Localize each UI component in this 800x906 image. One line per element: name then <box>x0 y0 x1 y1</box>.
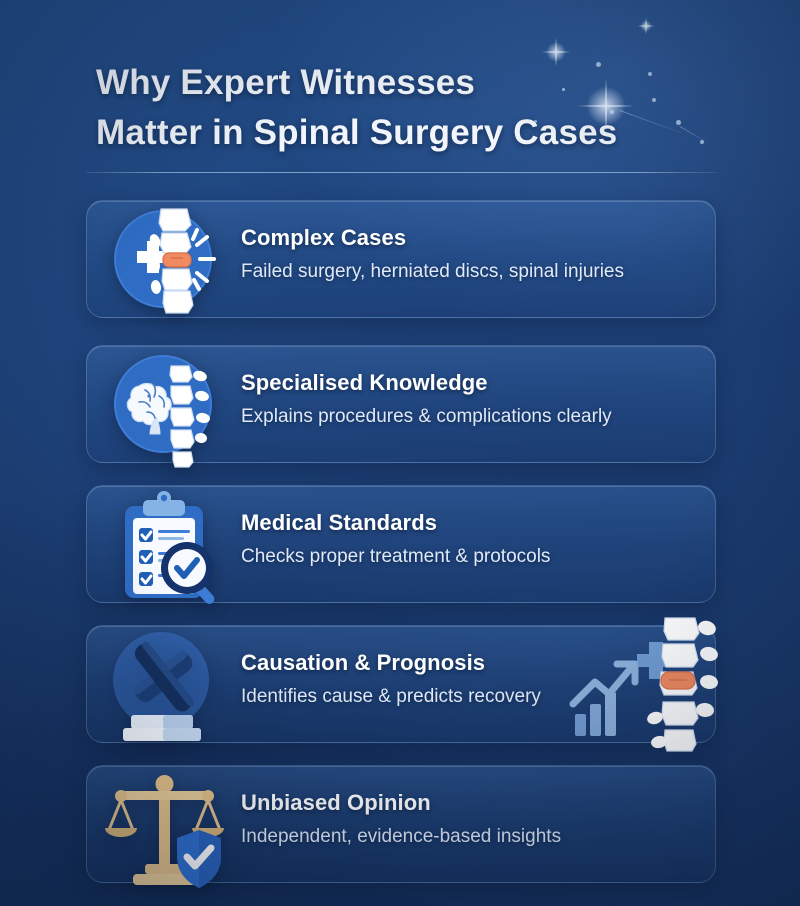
card-causation-prognosis[interactable]: Causation & Prognosis Identifies cause &… <box>86 617 718 752</box>
card-subtitle: Checks proper treatment & protocols <box>241 546 551 567</box>
card-text-block: Causation & Prognosis Identifies cause &… <box>241 648 541 712</box>
sparkle-star-icon <box>638 18 654 34</box>
gavel-icon <box>101 620 231 750</box>
card-title: Causation & Prognosis <box>241 650 486 675</box>
scales-shield-check-icon <box>101 760 231 890</box>
page-title: Why Expert Witnesses Matter in Spinal Su… <box>96 58 736 158</box>
spine-growth-chart-icon <box>559 610 729 760</box>
card-subtitle: Failed surgery, herniated discs, spinal … <box>241 261 624 282</box>
card-text-block: Unbiased Opinion Independent, evidence-b… <box>241 788 561 852</box>
title-line-1: Why Expert Witnesses <box>96 63 476 102</box>
card-subtitle: Identifies cause & predicts recovery <box>241 686 541 707</box>
card-text-block: Complex Cases Failed surgery, herniated … <box>241 223 624 287</box>
brain-spine-icon <box>101 340 231 470</box>
card-title: Medical Standards <box>241 510 438 535</box>
card-title: Complex Cases <box>241 225 407 250</box>
card-text-block: Medical Standards Checks proper treatmen… <box>241 508 550 572</box>
card-title: Specialised Knowledge <box>241 370 488 395</box>
header-divider <box>86 172 716 173</box>
spine-cross-icon <box>101 195 231 325</box>
clipboard-checklist-magnifier-icon <box>101 480 231 610</box>
magnifier <box>161 542 215 604</box>
card-medical-standards[interactable]: Medical Standards Checks proper treatmen… <box>86 485 716 604</box>
card-subtitle: Independent, evidence-based insights <box>241 826 562 847</box>
title-line-2: Matter in Spinal Surgery Cases <box>96 113 618 152</box>
card-unbiased-opinion[interactable]: Unbiased Opinion Independent, evidence-b… <box>86 765 716 888</box>
card-text-block: Specialised Knowledge Explains procedure… <box>241 368 612 432</box>
card-subtitle: Explains procedures & complications clea… <box>241 406 612 427</box>
card-title: Unbiased Opinion <box>241 790 431 815</box>
card-specialised-knowledge[interactable]: Specialised Knowledge Explains procedure… <box>86 345 716 468</box>
card-complex-cases[interactable]: Complex Cases Failed surgery, herniated … <box>86 200 716 318</box>
